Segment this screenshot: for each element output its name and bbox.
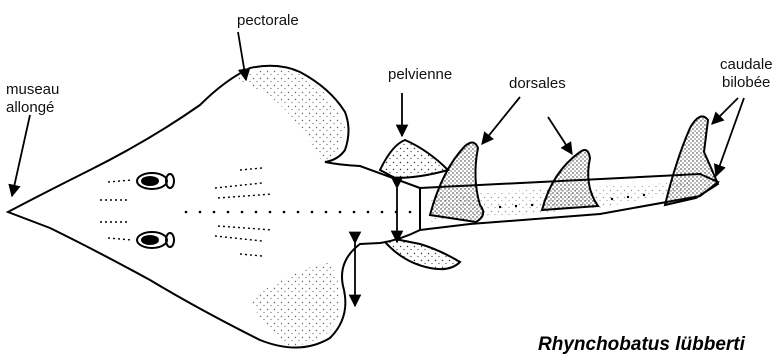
species-name: Rhynchobatus lübberti [538, 334, 745, 356]
label-dorsales: dorsales [509, 75, 566, 92]
label-caudale-line2: bilobée [722, 74, 770, 91]
ray-disc [8, 66, 420, 348]
label-pelvienne: pelvienne [388, 66, 452, 83]
label-museau-line2: allongé [6, 99, 54, 116]
first-dorsal-fin [430, 142, 483, 222]
pelvic-fin-upper [380, 140, 448, 178]
label-caudale-line1: caudale [720, 56, 773, 73]
label-museau-line1: museau [6, 81, 59, 98]
caudal-fin [665, 116, 718, 205]
label-pectorale: pectorale [237, 12, 299, 29]
